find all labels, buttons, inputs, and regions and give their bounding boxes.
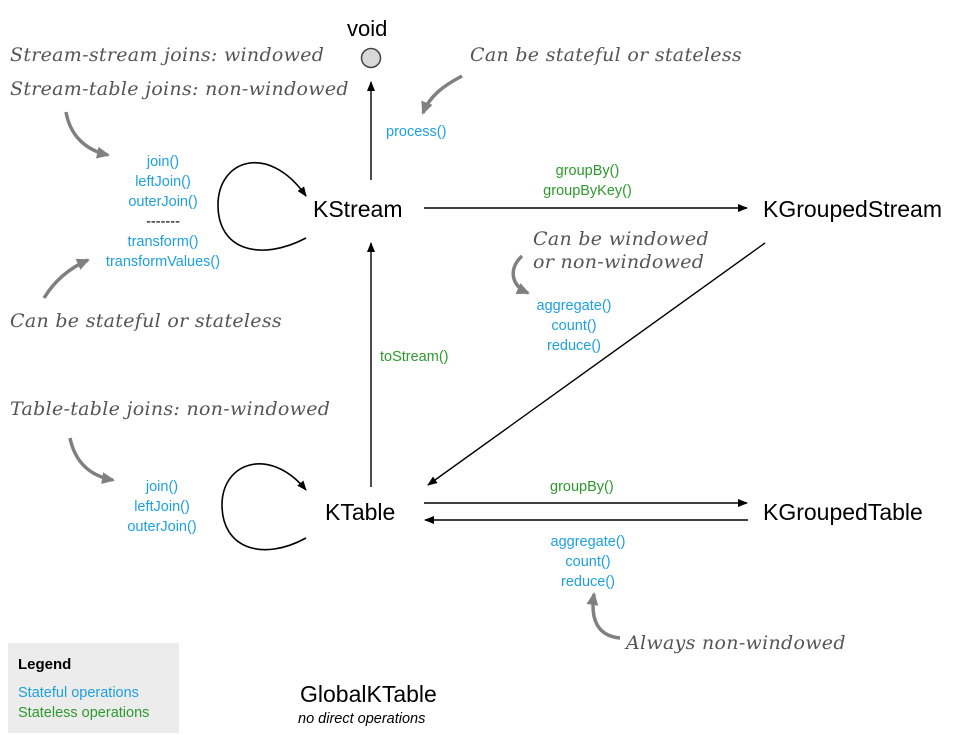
note-process-stateful: Can be stateful or stateless [470,44,742,66]
aggregate-stream-arrow [427,242,766,486]
op-transform: transform() [127,234,199,250]
note-arrow-table-joins [68,437,115,485]
op-leftjoin: leftJoin() [135,174,191,190]
op-table-count: count() [565,554,611,570]
note-arrow-process [421,74,463,115]
op-table-leftjoin: leftJoin() [134,499,190,515]
op-transformvalues: transformValues() [105,254,221,270]
note-stream-stream-joins: Stream-stream joins: windowed [10,44,325,66]
note-arrow-always-nonwindowed [586,592,621,640]
aggregate-table-ops: aggregate() count() reduce() [530,532,646,592]
op-table-aggregate: aggregate() [550,534,626,550]
op-table-join: join() [145,479,179,495]
void-node-circle [360,47,382,69]
ktable-node: KTable [325,499,396,525]
op-groupby: groupBy() [555,163,620,179]
kstream-self-loop [217,162,307,251]
note-arrow-transform [42,258,90,299]
legend-box: Legend Stateful operations Stateless ope… [8,643,179,733]
legend-stateful: Stateful operations [18,685,139,701]
note-windowed-2: or non-windowed [533,251,705,273]
kgroupedtable-node: KGroupedTable [763,499,923,525]
op-groupbykey: groupByKey() [543,183,632,199]
op-join: join() [146,154,180,170]
note-windowed-1: Can be windowed [533,228,709,250]
note-stream-table-joins: Stream-table joins: non-windowed [10,78,349,100]
op-table-outerjoin: outerJoin() [127,519,197,535]
op-separator: ------- [146,214,180,230]
kstream-self-ops: join() leftJoin() outerJoin() ------- tr… [92,152,234,272]
legend-title: Legend [18,656,72,673]
ktable-self-ops: join() leftJoin() outerJoin() [110,477,214,537]
note-arrow-windowed [511,254,530,295]
globalktable-note: no direct operations [298,711,426,727]
op-reduce: reduce() [547,338,601,354]
note-transform-stateful: Can be stateful or stateless [10,310,282,332]
op-aggregate: aggregate() [536,298,612,314]
ktable-self-loop [221,463,307,551]
note-arrow-stream-joins [64,111,110,159]
groupby-stream-ops: groupBy() groupByKey() [515,161,660,201]
note-always-nonwindowed: Always non-windowed [626,632,846,654]
op-outerjoin: outerJoin() [128,194,198,210]
globalktable-node: GlobalKTable [300,681,437,707]
note-table-joins: Table-table joins: non-windowed [10,398,331,420]
void-label: void [347,16,388,41]
tostream-op: toStream() [380,349,449,365]
kstream-node: KStream [313,196,403,222]
op-table-reduce: reduce() [561,574,615,590]
groupby-table-op: groupBy() [550,479,614,495]
aggregate-stream-ops: aggregate() count() reduce() [515,296,633,356]
process-op: process() [386,124,447,140]
op-count: count() [551,318,597,334]
kgroupedstream-node: KGroupedStream [763,196,942,222]
legend-stateless: Stateless operations [18,705,150,721]
